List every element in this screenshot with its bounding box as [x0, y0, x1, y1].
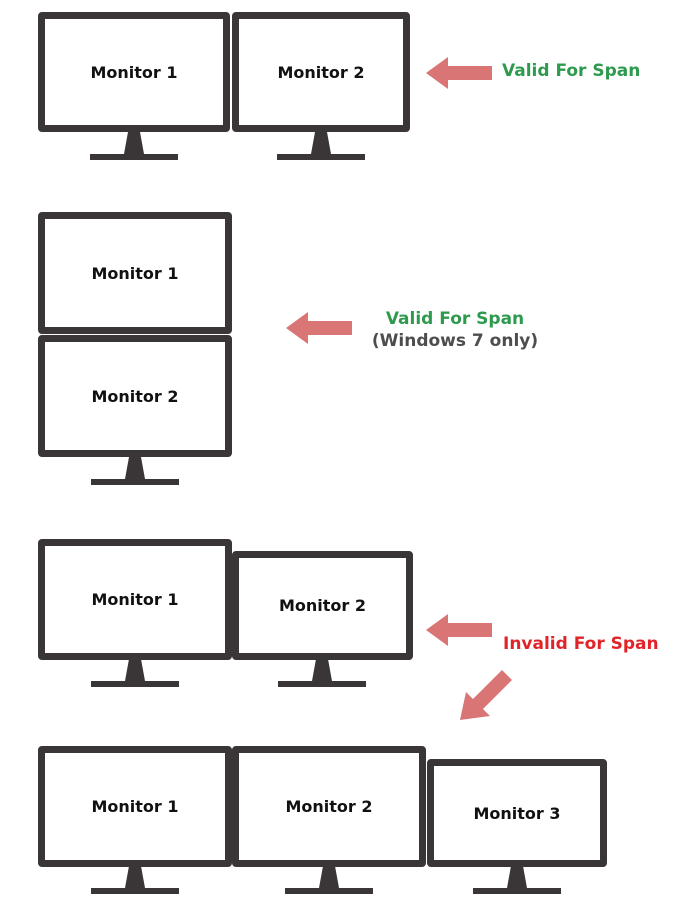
monitor-label: Monitor 2: [277, 62, 365, 82]
monitor-screen: Monitor 3: [427, 759, 607, 867]
monitor-g3-2: Monitor 2: [232, 551, 413, 687]
monitor-g1-1: Monitor 1: [38, 12, 230, 160]
monitor-label: Monitor 1: [91, 263, 179, 283]
monitor-stand: [278, 659, 366, 687]
left-arrow-icon: [286, 312, 352, 344]
monitor-stand: [91, 457, 179, 485]
monitor-g1-2: Monitor 2: [232, 12, 410, 160]
span-status-label: Valid For Span: [385, 309, 525, 329]
monitor-label: Monitor 3: [473, 803, 561, 823]
monitor-stand: [473, 866, 561, 894]
monitor-stand: [91, 866, 179, 894]
monitor-label: Monitor 2: [278, 596, 367, 615]
span-status-label: Invalid For Span: [503, 634, 659, 654]
monitor-screen: Monitor 2: [232, 12, 410, 132]
monitor-label: Monitor 1: [90, 62, 178, 82]
monitor-screen: Monitor 2: [38, 335, 232, 457]
span-status-label: Valid For Span: [502, 61, 641, 81]
monitor-stand: [285, 866, 373, 894]
down-left-arrow-icon: [458, 668, 514, 722]
monitor-stand: [277, 132, 365, 160]
monitor-screen: Monitor 2: [232, 746, 426, 867]
monitor-g4-2: Monitor 2: [232, 746, 426, 894]
monitor-screen: Monitor 1: [38, 746, 232, 867]
monitor-screen: Monitor 1: [38, 539, 232, 660]
left-arrow-icon: [426, 614, 492, 646]
monitor-g3-1: Monitor 1: [38, 539, 232, 687]
monitor-screen: Monitor 1: [38, 212, 232, 334]
monitor-screen: Monitor 1: [38, 12, 230, 132]
monitor-label: Monitor 2: [91, 386, 179, 406]
monitor-g4-1: Monitor 1: [38, 746, 232, 894]
monitor-label: Monitor 2: [285, 797, 373, 816]
left-arrow-icon: [426, 57, 492, 89]
monitor-stand: [90, 132, 178, 160]
monitor-label: Monitor 1: [91, 797, 179, 816]
monitor-g4-3: Monitor 3: [427, 759, 607, 894]
monitor-stand: [91, 659, 179, 687]
monitor-label: Monitor 1: [91, 590, 179, 609]
monitor-g2-1: Monitor 1: [38, 212, 232, 334]
span-status-sublabel: (Windows 7 only): [371, 331, 539, 351]
monitor-g2-2: Monitor 2: [38, 335, 232, 485]
monitor-screen: Monitor 2: [232, 551, 413, 660]
